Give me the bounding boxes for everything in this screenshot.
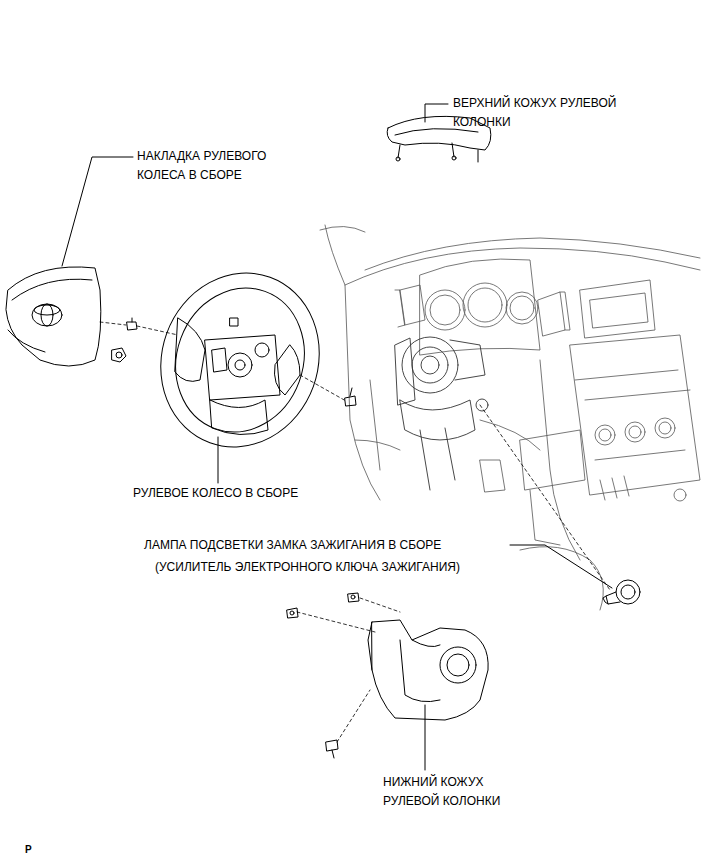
part-label: НАКЛАДКА РУЛЕВОГО КОЛЕСА В СБОРЕ [137,147,302,185]
steering-pad [6,267,101,366]
part-label: ВЕРХНИЙ КОЖУХ РУЛЕВОЙ КОЛОНКИ [453,94,653,132]
assembly-lines [100,322,610,742]
part-label: (УСИЛИТЕЛЬ ЭЛЕКТРОННОГО КЛЮЧА ЗАЖИГАНИЯ) [155,558,460,577]
part-label: НИЖНИЙ КОЖУХ РУЛЕВОЙ КОЛОНКИ [383,773,513,811]
steering-wheel [137,251,344,470]
part-label: РУЛЕВОЕ КОЛЕСО В СБОРЕ [133,484,298,503]
dashboard-sketch [320,225,700,610]
page-marker: P [25,840,32,854]
ignition-lamp [603,580,640,604]
leader-lines [62,104,612,770]
part-label: ЛАМПА ПОДСВЕТКИ ЗАМКА ЗАЖИГАНИЯ В СБОРЕ [144,536,441,555]
bolts [112,318,356,406]
lower-column-cover [368,620,488,720]
screws [287,593,359,758]
steering-column-sketch [395,337,488,490]
